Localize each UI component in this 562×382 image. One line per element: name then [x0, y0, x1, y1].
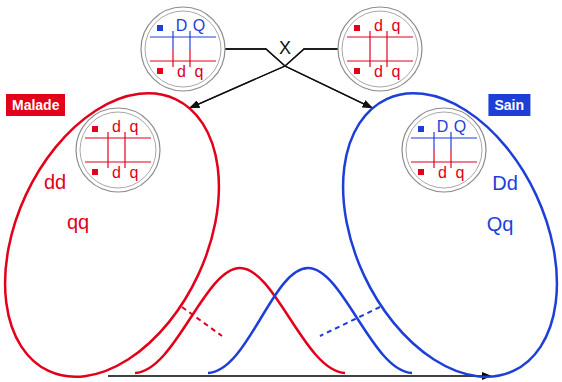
chromosome-line [411, 137, 477, 138]
group-outline [0, 59, 261, 382]
nucleus-ring [145, 11, 221, 87]
axis-arrow [108, 375, 484, 377]
cell-membrane [338, 7, 422, 91]
cell-circle: DQdq [140, 6, 226, 92]
chromosome-line [85, 137, 151, 138]
leader-line [182, 307, 222, 336]
chromosome-line [189, 31, 190, 49]
chromosome-line [107, 150, 108, 168]
allele-letter: d [374, 18, 383, 34]
genotype-text: Qq [487, 214, 514, 234]
centromere-mark [354, 68, 360, 74]
genotype-text: Dd [492, 173, 518, 193]
genotype-text: qq [67, 212, 89, 232]
allele-letter: q [130, 165, 139, 181]
chromosome-line [150, 36, 216, 37]
chromosome-line [124, 132, 125, 150]
chromosome-line [369, 31, 370, 49]
chromosome-line [85, 161, 151, 162]
cell-membrane [76, 108, 160, 192]
allele-letter: Q [454, 119, 466, 135]
nucleus-ring [80, 112, 156, 188]
group-tab: Sain [488, 94, 530, 116]
allele-letter: D [176, 18, 188, 34]
group-tab: Malade [6, 94, 65, 116]
chromosome-line [150, 60, 216, 61]
allele-letter: q [392, 64, 401, 80]
group-outline [301, 59, 562, 382]
allele-letter: d [112, 119, 121, 135]
allele-letter: q [130, 119, 139, 135]
cell-circle: dqdq [337, 6, 423, 92]
centromere-mark [418, 169, 424, 175]
chromosome-line [386, 49, 387, 67]
chromosome-line [107, 132, 108, 150]
chromosome-line [450, 132, 451, 150]
centromere-mark [418, 126, 424, 132]
chromosome-line [347, 36, 413, 37]
allele-letter: q [456, 165, 465, 181]
cell-membrane [141, 7, 225, 91]
nucleus-ring [342, 11, 418, 87]
nucleus-ring [406, 112, 482, 188]
allele-letter: q [392, 18, 401, 34]
allele-letter: d [374, 64, 383, 80]
centromere-mark [157, 25, 163, 31]
allele-letter: d [177, 64, 186, 80]
distribution-curve [208, 268, 412, 373]
leader-line [320, 307, 380, 336]
allele-letter: D [437, 119, 449, 135]
chromosome-line [450, 150, 451, 168]
centromere-mark [157, 68, 163, 74]
group-ellipse: SainDdQqDQdq [343, 94, 557, 376]
centromere-mark [92, 126, 98, 132]
allele-letter: Q [193, 18, 205, 34]
allele-letter: d [438, 165, 447, 181]
cell-membrane [402, 108, 486, 192]
chromosome-line [433, 132, 434, 150]
allele-letter: q [195, 64, 204, 80]
allele-letter: d [112, 165, 121, 181]
distribution-curve [135, 268, 345, 373]
chromosome-line [433, 150, 434, 168]
chromosome-line [386, 31, 387, 49]
group-ellipse: Maladeddqqdqdq [5, 94, 219, 376]
chromosome-line [124, 150, 125, 168]
cell-circle: DQdq [401, 107, 487, 193]
chromosome-line [369, 49, 370, 67]
chromosome-line [172, 31, 173, 49]
centromere-mark [92, 169, 98, 175]
chromosome-line [172, 49, 173, 67]
chromosome-line [411, 161, 477, 162]
centromere-mark [354, 25, 360, 31]
cell-circle: dqdq [75, 107, 161, 193]
cross-symbol: X [277, 39, 293, 57]
chromosome-line [347, 60, 413, 61]
genotype-text: dd [44, 172, 66, 192]
chromosome-line [189, 49, 190, 67]
